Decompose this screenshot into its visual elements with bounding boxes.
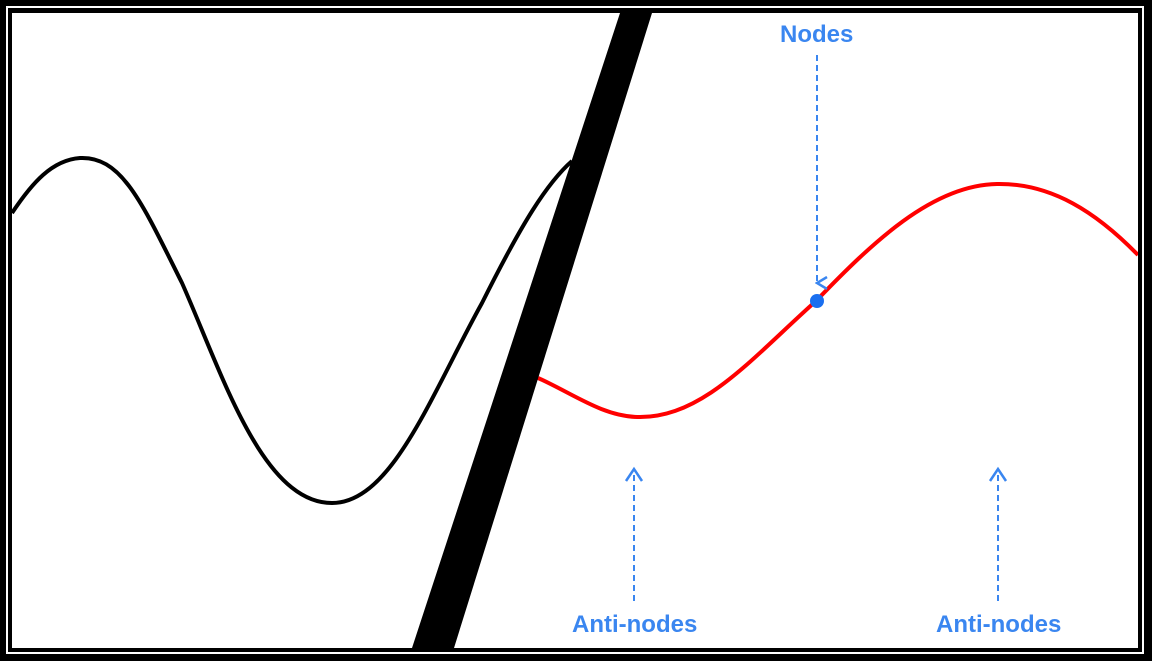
diagram-canvas: Nodes Anti-nodes Anti-nodes xyxy=(12,13,1138,648)
antinode-arrow-right xyxy=(988,466,1008,603)
antinode-arrow-left xyxy=(624,466,644,603)
left-wave xyxy=(12,155,574,506)
nodes-label: Nodes xyxy=(780,21,854,48)
diagonal-divider xyxy=(412,13,652,648)
node-point xyxy=(810,294,824,308)
right-wave xyxy=(537,181,1138,420)
wave-diagram xyxy=(12,13,1138,648)
antinodes-left-label: Anti-nodes xyxy=(572,611,698,638)
antinodes-right-label: Anti-nodes xyxy=(936,611,1062,638)
